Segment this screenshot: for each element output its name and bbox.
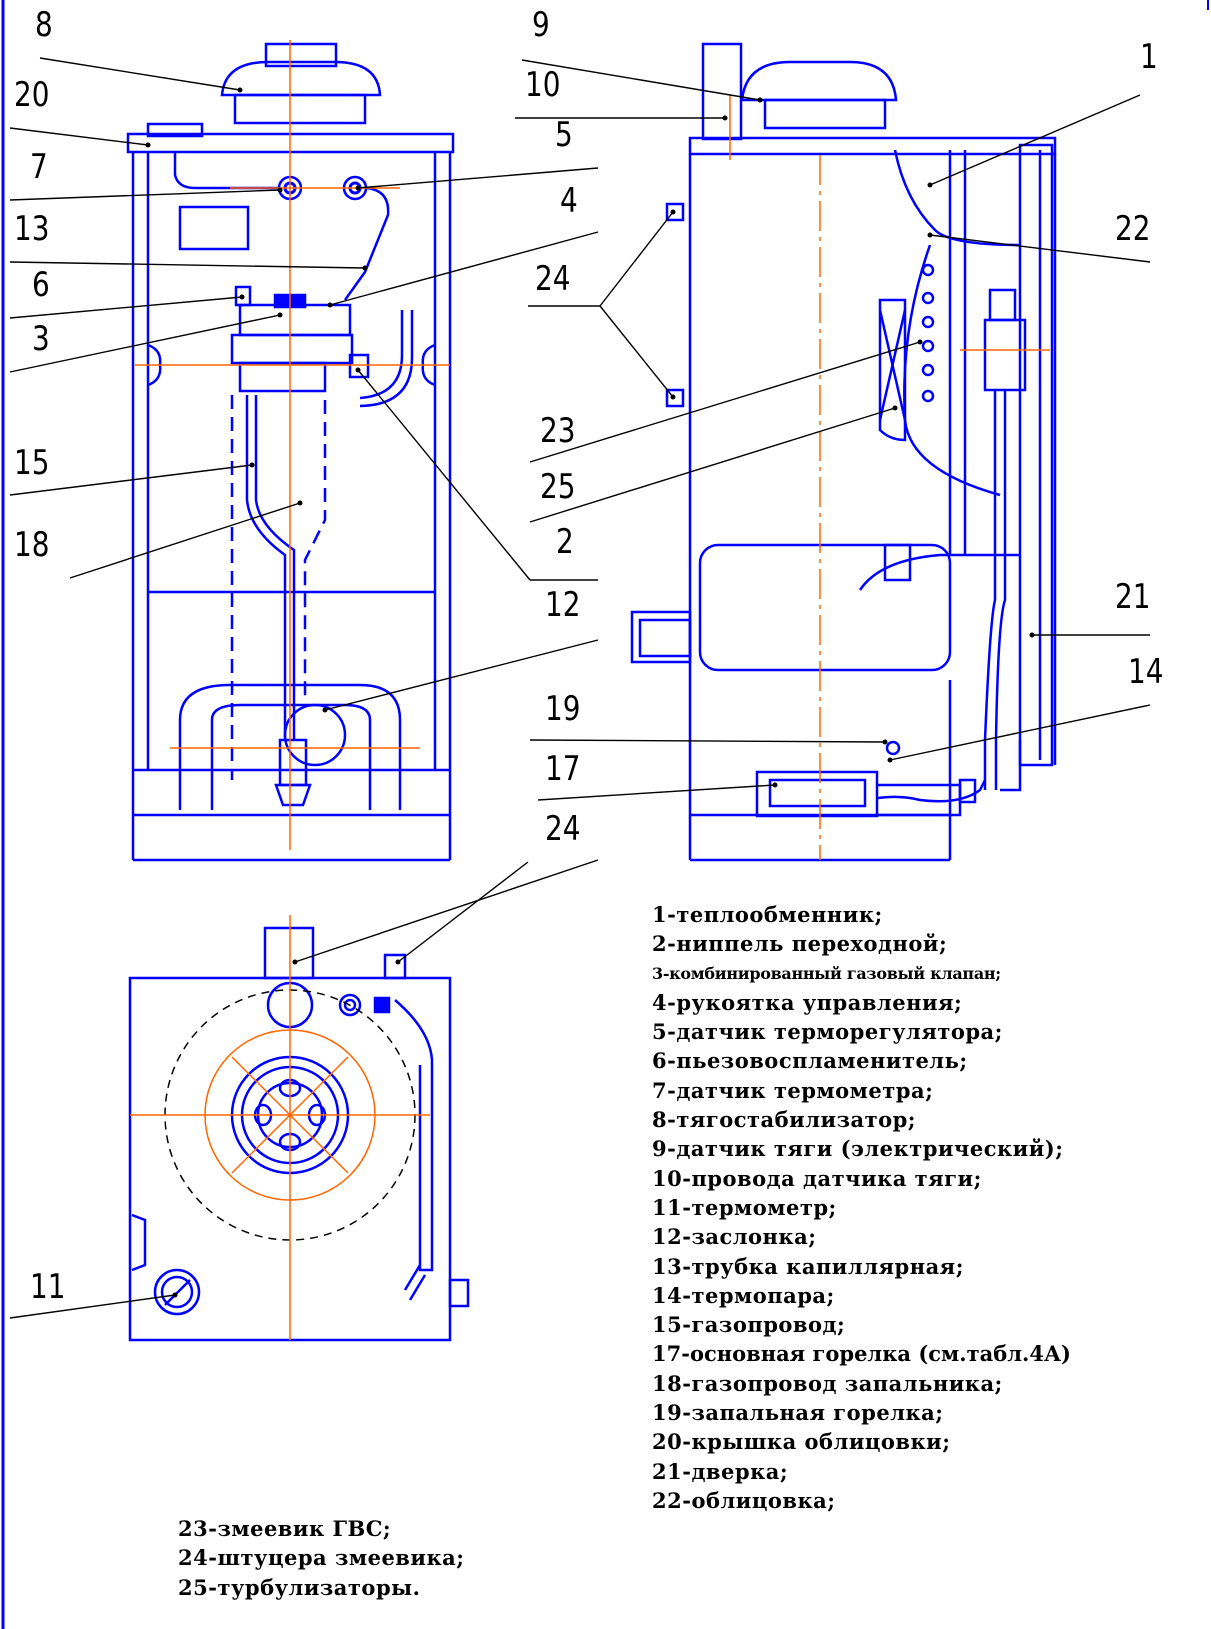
legend-item: 14-термопара; <box>652 1282 835 1308</box>
legend-item: 5-датчик терморегулятора; <box>652 1019 1003 1045</box>
callout-12: 12 <box>545 585 581 625</box>
callout-19: 19 <box>545 689 581 729</box>
callout-17: 17 <box>545 749 581 789</box>
callout-1: 1 <box>1140 37 1158 77</box>
callout-5: 5 <box>555 115 573 155</box>
side-view <box>630 42 1057 862</box>
legend-item: 2-ниппель переходной; <box>652 931 948 957</box>
top-view <box>128 926 470 1342</box>
callout-7: 7 <box>30 147 48 187</box>
top-view-orange <box>130 915 430 1340</box>
legend-item: 12-заслонка; <box>652 1224 817 1250</box>
callout-22: 22 <box>1115 209 1151 249</box>
legend-item: 6-пьезовоспламенитель; <box>652 1048 968 1074</box>
callout-24a: 24 <box>535 259 571 299</box>
legend-item: 15-газопровод; <box>652 1312 846 1338</box>
leader-dots <box>145 87 1035 1298</box>
legend-item: 3-комбинированный газовый клапан; <box>652 963 1001 983</box>
callout-18: 18 <box>14 525 50 565</box>
legend-item: 20-крышка облицовки; <box>652 1429 951 1455</box>
legend-item: 24-штуцера змеевика; <box>178 1545 465 1571</box>
legend-item: 25-турбулизаторы. <box>178 1574 421 1600</box>
legend-item: 19-запальная горелка; <box>652 1400 944 1426</box>
legend-left: 23-змеевик ГВС; 24-штуцера змеевика; 25-… <box>178 1514 465 1602</box>
legend-item: 1-теплообменник; <box>652 902 883 927</box>
center-lines <box>135 40 1050 860</box>
callout-9: 9 <box>532 5 550 45</box>
legend-item: 23-змеевик ГВС; <box>178 1516 392 1541</box>
callout-15: 15 <box>14 443 50 483</box>
callout-4: 4 <box>560 181 578 221</box>
callout-6: 6 <box>32 265 50 305</box>
legend-item: 7-датчик термометра; <box>652 1077 934 1103</box>
callout-24b: 24 <box>545 809 581 849</box>
legend-right: 1-теплообменник; 2-ниппель переходной; 3… <box>652 900 1071 1515</box>
legend-item: 18-газопровод запальника; <box>652 1370 1003 1396</box>
callout-23: 23 <box>540 411 576 451</box>
legend-item: 13-трубка капиллярная; <box>652 1253 964 1279</box>
callout-13: 13 <box>14 209 50 249</box>
legend-item: 17-основная горелка (см.табл.4А) <box>652 1341 1071 1367</box>
callout-2: 2 <box>556 522 574 562</box>
legend-item: 21-дверка; <box>652 1458 789 1484</box>
legend-item: 11-термометр; <box>652 1194 837 1220</box>
front-view <box>126 42 455 862</box>
callout-14: 14 <box>1128 652 1164 692</box>
front-view-dashed <box>230 395 327 780</box>
callout-10: 10 <box>525 65 561 105</box>
legend-item: 8-тягостабилизатор; <box>652 1107 917 1133</box>
legend-item: 10-провода датчика тяги; <box>652 1165 982 1191</box>
leader-lines <box>9 57 1151 1319</box>
callout-21: 21 <box>1115 577 1151 617</box>
callout-8: 8 <box>35 5 53 45</box>
callout-3: 3 <box>32 319 50 359</box>
legend-item: 22-облицовка; <box>652 1487 836 1513</box>
legend-item: 4-рукоятка управления; <box>652 989 963 1015</box>
callout-20: 20 <box>14 75 50 115</box>
legend-item: 9-датчик тяги (электрический); <box>652 1136 1064 1162</box>
callout-25: 25 <box>540 467 576 507</box>
callout-11: 11 <box>30 1267 66 1307</box>
